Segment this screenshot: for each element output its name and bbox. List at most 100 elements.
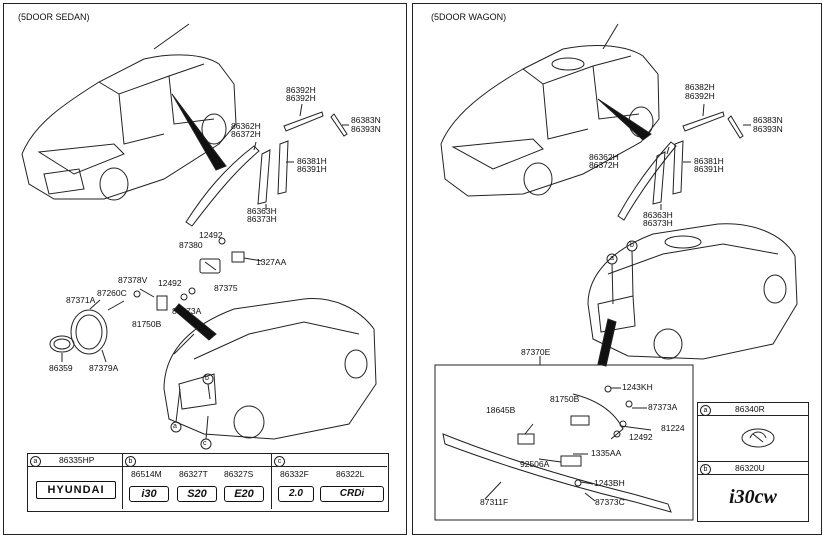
part-18645B: 18645B [486, 405, 516, 415]
emblem-badge [49, 335, 75, 353]
part-86373H: 86373H [247, 214, 277, 224]
part-12492-b: 12492 [158, 278, 182, 288]
wagon-roof-molding-rear [682, 111, 725, 132]
part-81224: 81224 [661, 423, 685, 433]
i30cw-emblem: i30cw [729, 486, 777, 508]
wagon-end-molding [727, 115, 744, 139]
part-87378V: 87378V [118, 275, 148, 285]
wagon-pillar-b [672, 140, 684, 195]
part-86392H: 86392H [685, 91, 715, 101]
s20-emblem: S20 [177, 486, 217, 502]
part-86373H: 86373H [643, 218, 673, 228]
sedan-roof-molding-rear [283, 111, 324, 132]
garnish-strip [442, 433, 672, 513]
sedan-front-car [21, 23, 237, 201]
license-lamp-right [560, 455, 582, 467]
legend-circle-b: b [700, 464, 711, 475]
legend-circle-b: b [125, 456, 136, 467]
callout-b: b [205, 375, 209, 382]
part-1327AA: 1327AA [256, 257, 287, 267]
part-86372H: 86372H [589, 160, 619, 170]
legend-part-86332F: 86332F [280, 469, 309, 479]
license-lamp-left [517, 433, 535, 445]
part-81750B: 81750B [132, 319, 162, 329]
e20-emblem: E20 [224, 486, 264, 502]
legend-part-86514M: 86514M [131, 469, 162, 479]
wagon-front-car [440, 23, 660, 197]
legend-circle-a: a [700, 405, 711, 416]
part-12492: 12492 [629, 432, 653, 442]
sedan-rear-car [163, 298, 377, 440]
part-87375: 87375 [214, 283, 238, 293]
sedan-pillar-b [277, 140, 289, 195]
part-87379A: 87379A [89, 363, 119, 373]
wagon-rear-car [587, 223, 798, 367]
2-0-emblem: 2.0 [278, 486, 314, 502]
part-86383N: 86383N [351, 115, 381, 125]
emblem-disc [70, 309, 108, 355]
part-1335AA: 1335AA [591, 448, 622, 458]
hyundai-emblem: HYUNDAI [36, 481, 116, 499]
part-86392H-2: 86392H [286, 93, 316, 103]
i30-emblem: i30 [129, 486, 169, 502]
sedan-pillar-a [257, 149, 271, 205]
wiring-harness [572, 393, 624, 440]
wagon-pillar-a [652, 151, 666, 205]
part-1243BH: 1243BH [594, 478, 625, 488]
hyundai-logo-emblem [741, 428, 775, 448]
callout-c: c [203, 440, 207, 447]
part-87371A: 87371A [66, 295, 96, 305]
wagon-roof-molding [617, 141, 677, 221]
part-86392H: 86392H [286, 85, 316, 95]
legend-cell-c: c 86332F 86322L 2.0 CRDi [272, 454, 387, 509]
part-87311F: 87311F [480, 497, 509, 507]
sedan-roof-molding [185, 145, 260, 227]
part-86359: 86359 [49, 363, 73, 373]
sedan-legend: a 86335HP HYUNDAI b 86514M 86327T 86327S … [27, 453, 389, 512]
part-86393N: 86393N [351, 124, 381, 134]
legend-circle-c: c [274, 456, 285, 467]
part-12492-a: 12492 [199, 230, 223, 240]
wagon-panel-title: (5DOOR WAGON) [431, 12, 507, 22]
callout-a: a [610, 255, 614, 262]
part-87260C: 87260C [97, 288, 127, 298]
crdi-emblem: CRDi [320, 486, 384, 502]
sedan-panel: (5DOOR SEDAN) [3, 3, 407, 535]
part-86362H: 86362H [589, 152, 619, 162]
latch-clip [231, 251, 245, 263]
legend-part-86327S: 86327S [224, 469, 254, 479]
part-86391H: 86391H [694, 164, 724, 174]
part-81750B: 81750B [550, 394, 580, 404]
legend-part-86322L: 86322L [336, 469, 365, 479]
legend-part-86320U: 86320U [735, 463, 765, 473]
sedan-end-molding [330, 113, 348, 137]
switch-module [570, 415, 590, 426]
legend-part-86327T: 86327T [179, 469, 208, 479]
part-86381H: 86381H [297, 156, 327, 166]
part-86363H: 86363H [247, 206, 277, 216]
part-87373A: 87373A [648, 402, 678, 412]
part-86383N: 86383N [753, 115, 783, 125]
legend-cell-a: a 86335HP HYUNDAI [28, 454, 123, 509]
part-1243KH: 1243KH [622, 382, 653, 392]
part-92506A: 92506A [520, 459, 550, 469]
legend-circle-a: a [30, 456, 41, 467]
part-87373C: 87373C [595, 497, 625, 507]
callout-b: b [630, 242, 634, 249]
part-86362H: 86362H [231, 121, 261, 131]
sedan-panel-title: (5DOOR SEDAN) [18, 12, 90, 22]
part-87373A: 87373A [172, 306, 202, 316]
wagon-subassembly-box [434, 364, 694, 521]
part-86372H: 86372H [231, 129, 261, 139]
sedan-drawing [21, 23, 377, 450]
switch-bracket [156, 295, 168, 311]
legend-part-86335HP: 86335HP [59, 455, 95, 465]
latch-assembly [199, 258, 221, 274]
part-87380: 87380 [179, 240, 203, 250]
legend-cell-b: b 86514M 86327T 86327S i30 S20 E20 [123, 454, 272, 509]
part-86393N: 86393N [753, 124, 783, 134]
part-86381H: 86381H [694, 156, 724, 166]
part-86391H: 86391H [297, 164, 327, 174]
part-86363H: 86363H [643, 210, 673, 220]
